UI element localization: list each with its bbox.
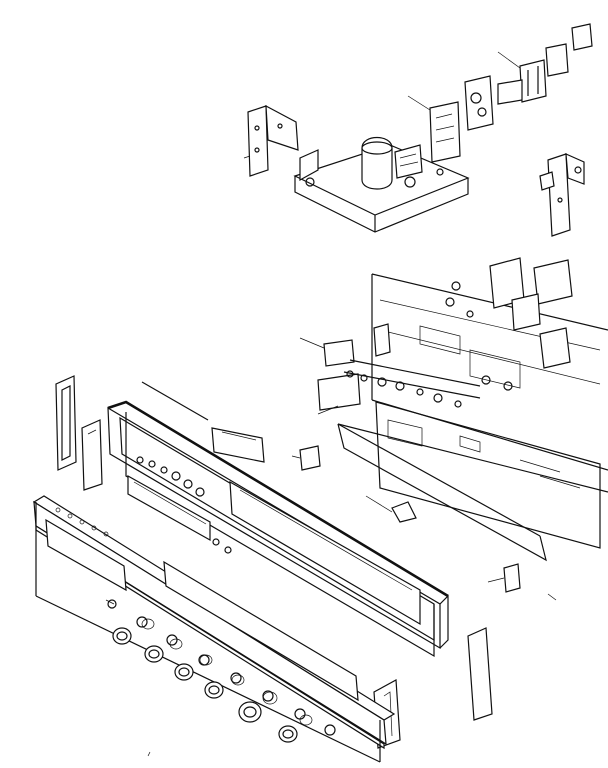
leader-lines <box>105 51 557 757</box>
small-brackets <box>141 381 521 593</box>
front-faceplate <box>32 495 396 763</box>
rear-subpanel <box>337 401 608 562</box>
knob <box>112 627 132 645</box>
left-bracket <box>247 104 299 177</box>
knob <box>278 725 298 743</box>
upper-chassis <box>293 136 470 233</box>
knob <box>204 681 224 699</box>
shield-plates <box>429 23 593 163</box>
main-chassis <box>317 257 608 471</box>
knob <box>174 663 194 681</box>
right-end-cap <box>373 627 493 749</box>
left-end-cap <box>55 375 103 491</box>
right-bracket <box>539 153 585 237</box>
knob <box>144 645 164 663</box>
control-knobs <box>112 618 313 743</box>
knob <box>238 701 262 723</box>
front-panel-frame <box>107 400 449 658</box>
